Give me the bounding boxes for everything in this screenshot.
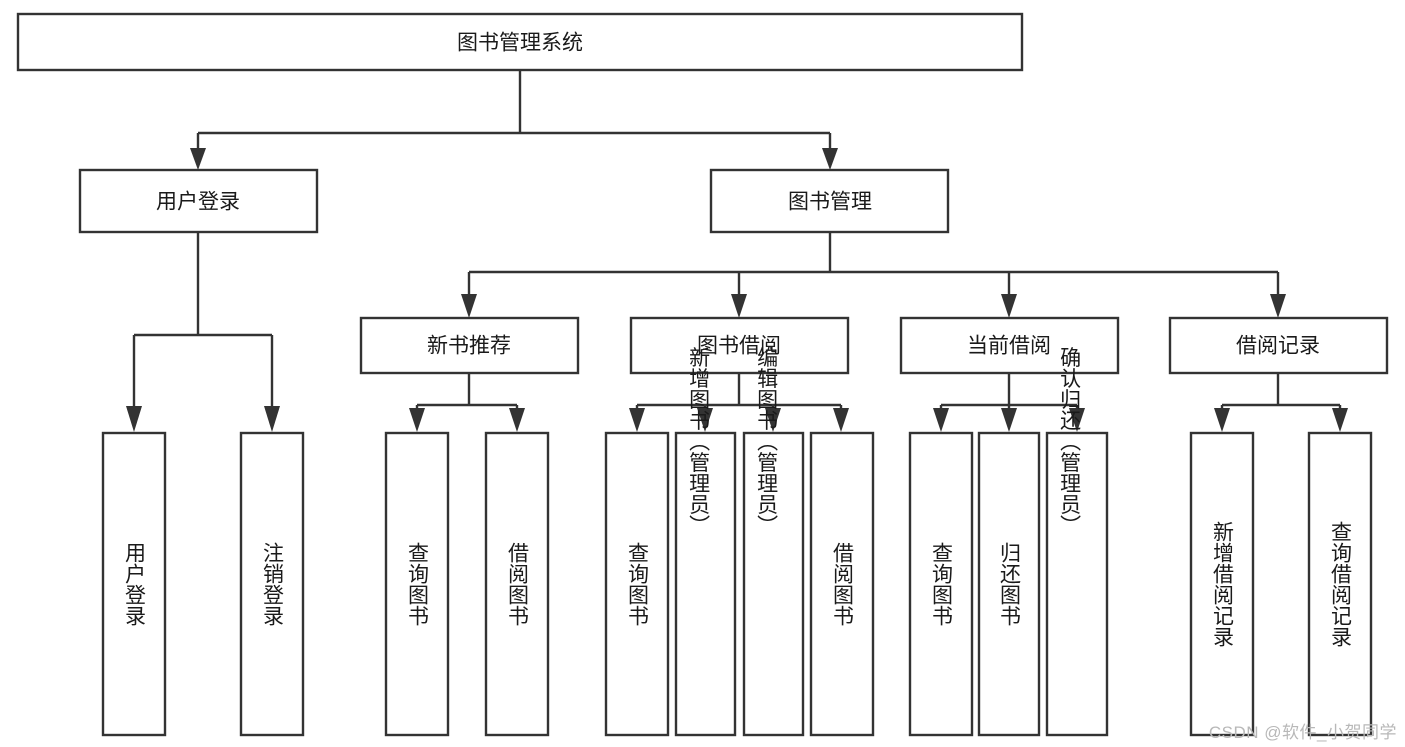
leaf-book-borrow-2[interactable]: 新增图书（管理员）: [674, 347, 737, 737]
leaf-current-borrow-2-label: 归还图书: [998, 542, 1022, 626]
arrow-borrow-leaf-2: [697, 408, 713, 432]
leaf-new-book-2-label: 借阅图书: [506, 542, 530, 626]
arrow-current-leaf-3: [1069, 408, 1085, 432]
arrow-bookmanage-child-3: [1001, 294, 1017, 318]
node-new-book-recommend-box[interactable]: [359, 316, 580, 375]
leaf-current-borrow-3[interactable]: 确认归还（管理员）: [1045, 347, 1109, 737]
node-user-login-label: 用户登录: [156, 191, 240, 214]
node-book-borrow-box[interactable]: [629, 316, 850, 375]
leaf-current-borrow-1[interactable]: 查询图书: [908, 431, 974, 737]
leaf-current-borrow-1-box[interactable]: [908, 431, 974, 737]
leaf-new-book-2-box[interactable]: [484, 431, 550, 737]
leaf-book-borrow-2-label: 新增图书（管理员）: [687, 347, 711, 536]
leaf-new-book-1-label: 查询图书: [406, 542, 430, 626]
leaf-current-borrow-1-label: 查询图书: [930, 542, 954, 626]
arrow-bookmanage-child-1: [461, 294, 477, 318]
leaf-book-borrow-4-label: 借阅图书: [831, 542, 855, 626]
leaf-current-borrow-2[interactable]: 归还图书: [977, 431, 1041, 737]
leaf-new-book-2[interactable]: 借阅图书: [484, 431, 550, 737]
arrow-record-leaf-2: [1332, 408, 1348, 432]
leaf-user-login-2-box[interactable]: [239, 431, 305, 737]
node-book-manage-box[interactable]: [709, 168, 950, 234]
leaf-book-borrow-3[interactable]: 编辑图书（管理员）: [742, 347, 805, 737]
leaf-book-borrow-3-box[interactable]: [742, 431, 805, 737]
node-current-borrow-label: 当前借阅: [967, 335, 1051, 358]
node-current-borrow[interactable]: 当前借阅: [899, 316, 1120, 375]
leaf-current-borrow-3-label: 确认归还（管理员）: [1058, 347, 1082, 536]
leaf-user-login-1-label: 用户登录: [123, 542, 147, 626]
arrow-borrow-leaf-3: [765, 408, 781, 432]
leaf-user-login-2[interactable]: 注销登录: [239, 431, 305, 737]
node-borrow-record-label: 借阅记录: [1236, 335, 1320, 358]
arrow-root-to-book-manage: [822, 148, 838, 170]
leaf-current-borrow-2-box[interactable]: [977, 431, 1041, 737]
arrow-borrow-leaf-1: [629, 408, 645, 432]
leaf-current-borrow-3-box[interactable]: [1045, 431, 1109, 737]
leaf-borrow-record-2[interactable]: 查询借阅记录: [1307, 431, 1373, 737]
node-user-login[interactable]: 用户登录: [78, 168, 319, 234]
arrow-userlogin-leaf-1: [126, 406, 142, 432]
leaf-book-borrow-2-box[interactable]: [674, 431, 737, 737]
node-user-login-box[interactable]: [78, 168, 319, 234]
connector-layer: [126, 70, 1348, 432]
leaf-user-login-2-label: 注销登录: [261, 542, 285, 626]
leaf-book-borrow-4-box[interactable]: [809, 431, 875, 737]
node-current-borrow-box[interactable]: [899, 316, 1120, 375]
arrow-current-leaf-2: [1001, 408, 1017, 432]
csdn-watermark: CSDN @软件_小贺同学: [1208, 723, 1397, 742]
leaf-book-borrow-1-box[interactable]: [604, 431, 670, 737]
node-book-borrow-label: 图书借阅: [697, 335, 781, 358]
arrow-bookmanage-child-4: [1270, 294, 1286, 318]
arrow-root-to-user-login: [190, 148, 206, 170]
node-root[interactable]: 图书管理系统: [16, 12, 1024, 72]
arrow-userlogin-leaf-2: [264, 406, 280, 432]
node-book-borrow[interactable]: 图书借阅: [629, 316, 850, 375]
leaf-book-borrow-1-label: 查询图书: [626, 542, 650, 626]
leaf-borrow-record-1-label: 新增借阅记录: [1211, 521, 1235, 647]
arrow-current-leaf-1: [933, 408, 949, 432]
node-book-manage[interactable]: 图书管理: [709, 168, 950, 234]
leaf-borrow-record-2-box[interactable]: [1307, 431, 1373, 737]
leaf-book-borrow-1[interactable]: 查询图书: [604, 431, 670, 737]
leaf-borrow-record-2-label: 查询借阅记录: [1329, 521, 1353, 647]
arrow-newbook-leaf-1: [409, 408, 425, 432]
node-book-manage-label: 图书管理: [788, 191, 872, 214]
leaf-book-borrow-3-label: 编辑图书（管理员）: [755, 347, 779, 536]
leaf-borrow-record-1-box[interactable]: [1189, 431, 1255, 737]
node-borrow-record-box[interactable]: [1168, 316, 1389, 375]
leaf-book-borrow-4[interactable]: 借阅图书: [809, 431, 875, 737]
arrow-borrow-leaf-4: [833, 408, 849, 432]
leaf-user-login-1-box[interactable]: [101, 431, 167, 737]
node-new-book-recommend[interactable]: 新书推荐: [359, 316, 580, 375]
arrow-bookmanage-child-2: [731, 294, 747, 318]
leaf-user-login-1[interactable]: 用户登录: [101, 431, 167, 737]
node-root-box[interactable]: [16, 12, 1024, 72]
arrow-record-leaf-1: [1214, 408, 1230, 432]
leaf-borrow-record-1[interactable]: 新增借阅记录: [1189, 431, 1255, 737]
arrow-newbook-leaf-2: [509, 408, 525, 432]
node-new-book-recommend-label: 新书推荐: [427, 335, 511, 358]
node-borrow-record[interactable]: 借阅记录: [1168, 316, 1389, 375]
node-root-label: 图书管理系统: [457, 32, 583, 55]
leaf-new-book-1-box[interactable]: [384, 431, 450, 737]
leaf-new-book-1[interactable]: 查询图书: [384, 431, 450, 737]
